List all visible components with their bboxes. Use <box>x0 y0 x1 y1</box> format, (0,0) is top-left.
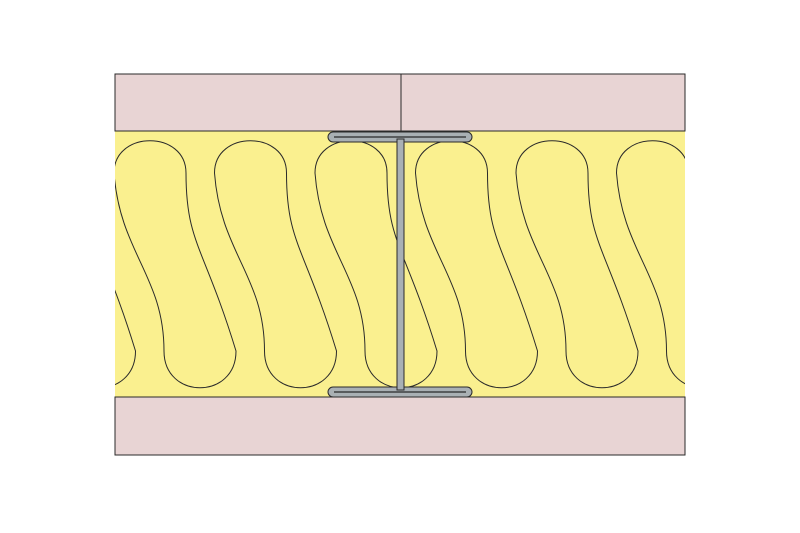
steel-stud <box>327 131 473 398</box>
insulation-loop <box>414 140 539 389</box>
insulation-loop <box>717 141 800 388</box>
insulation-loops <box>115 140 800 389</box>
insulation-loop <box>115 289 137 386</box>
insulation-loop <box>615 140 685 384</box>
insulation-loop <box>515 140 639 389</box>
stud-web <box>396 138 405 391</box>
insulation-loop <box>115 140 237 389</box>
board-bottom <box>114 396 686 456</box>
insulation-loop <box>314 140 438 389</box>
board-top <box>114 73 686 132</box>
insulation-loop <box>213 140 338 389</box>
